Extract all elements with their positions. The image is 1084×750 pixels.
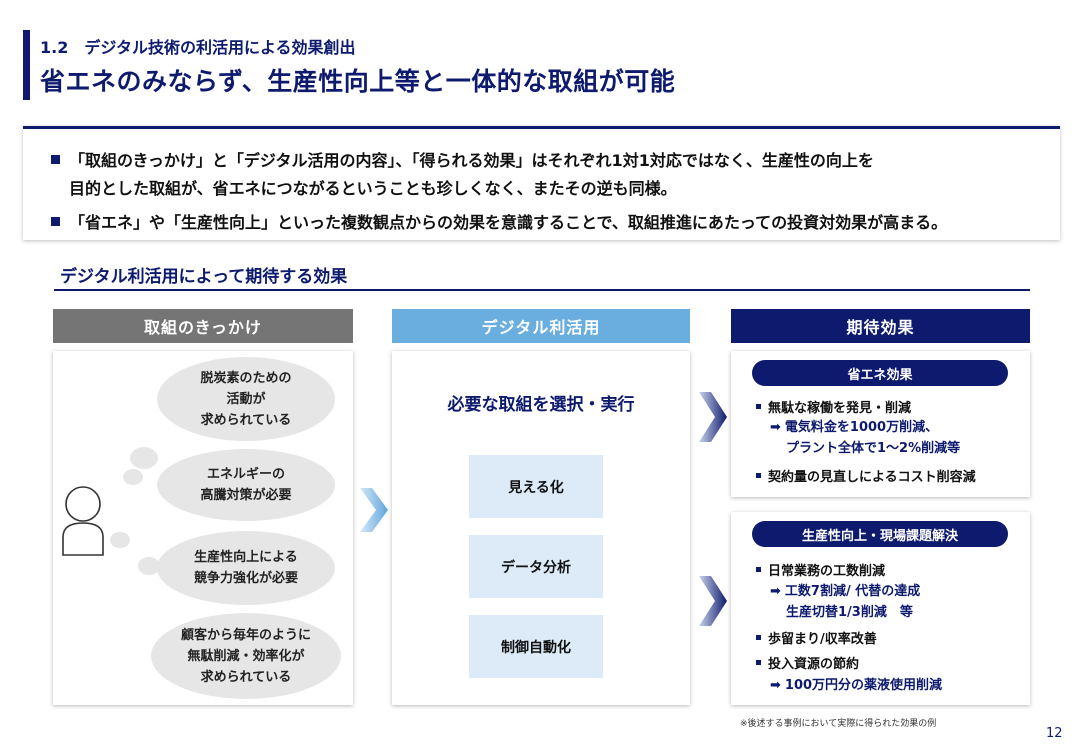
summary-bullet-1-cont: 目的とした取組が、省エネにつながるということも珍しくなく、またその逆も同様。 xyxy=(51,175,677,199)
effect-badge-energy: 省エネ効果 xyxy=(752,360,1008,386)
footnote: ※後述する事例において実際に得られた効果の例 xyxy=(740,719,937,729)
summary-box: 「取組のきっかけ」と「デジタル活用の内容」、「得られる効果」はそれぞれ1対1対応… xyxy=(23,126,1060,240)
effect-badge-productivity: 生産性向上・現場課題解決 xyxy=(752,521,1008,547)
page-number: 12 xyxy=(1046,726,1063,741)
trigger-bubble-productivity: 生産性向上による競争力強化が必要 xyxy=(157,531,335,605)
summary-text-2: 「省エネ」や「生産性向上」といった複数観点からの効果を意識することで、取組推進に… xyxy=(69,213,948,232)
thought-dot xyxy=(110,532,130,548)
arrow-right-icon: ➡ xyxy=(770,678,781,693)
digital-item-data-analysis: データ分析 xyxy=(469,535,603,598)
column-header-digital: デジタル利活用 xyxy=(392,309,690,343)
effect-result: ➡100万円分の薬液使用削減 xyxy=(770,678,943,693)
effect-item: 歩留まり/収率改善 xyxy=(756,628,877,647)
chevron-right-icon xyxy=(360,488,388,532)
effect-result: 生産切替1/3削減 等 xyxy=(786,605,913,620)
summary-text-1: 「取組のきっかけ」と「デジタル活用の内容」、「得られる効果」はそれぞれ1対1対応… xyxy=(69,151,874,170)
page-title: 省エネのみならず、生産性向上等と一体的な取組が可能 xyxy=(40,67,676,96)
effect-item: 日常業務の工数削減 xyxy=(756,560,885,579)
person-icon xyxy=(62,486,104,556)
column-header-trigger: 取組のきっかけ xyxy=(53,309,353,343)
effect-result: ➡工数7割減/ 代替の達成 xyxy=(770,584,921,599)
summary-bullet-1: 「取組のきっかけ」と「デジタル活用の内容」、「得られる効果」はそれぞれ1対1対応… xyxy=(51,147,874,171)
trigger-bubble-decarbonization: 脱炭素のための活動が求められている xyxy=(157,357,335,441)
arrow-right-icon: ➡ xyxy=(770,584,781,599)
chevron-right-icon xyxy=(699,576,727,626)
trigger-bubble-customer-demand: 顧客から毎年のように無駄削減・効率化が求められている xyxy=(151,613,341,699)
trigger-bubble-energy-cost: エネルギーの高騰対策が必要 xyxy=(157,449,335,521)
thought-dot xyxy=(123,469,143,485)
effect-item: 契約量の見直しによるコスト削容減 xyxy=(756,466,976,485)
effect-item: 無駄な稼働を発見・削減 xyxy=(756,397,911,416)
square-bullet-icon xyxy=(51,155,60,164)
effect-result: プラント全体で1～2%削減等 xyxy=(786,441,961,456)
thought-dot xyxy=(130,447,158,469)
column-header-effect: 期待効果 xyxy=(731,309,1030,343)
digital-item-visualization: 見える化 xyxy=(469,455,603,518)
digital-lead-text: 必要な取組を選択・実行 xyxy=(447,395,635,415)
title-accent-bar xyxy=(23,30,30,100)
summary-bullet-2: 「省エネ」や「生産性向上」といった複数観点からの効果を意識することで、取組推進に… xyxy=(51,209,947,233)
thought-dot xyxy=(138,557,160,575)
square-bullet-icon xyxy=(51,217,60,226)
chevron-right-icon xyxy=(699,392,727,442)
summary-text-1b: 目的とした取組が、省エネにつながるということも珍しくなく、またその逆も同様。 xyxy=(69,179,677,198)
section-heading: 1.2 デジタル技術の利活用による効果創出 xyxy=(40,38,356,57)
effect-result: ➡電気料金を1000万削減、 xyxy=(770,420,939,435)
trigger-panel: 脱炭素のための活動が求められている エネルギーの高騰対策が必要 生産性向上による… xyxy=(53,351,353,705)
arrow-right-icon: ➡ xyxy=(770,420,781,435)
effect-item: 投入資源の節約 xyxy=(756,653,859,672)
diagram-title-rule xyxy=(54,289,1030,291)
diagram-title: デジタル利活用によって期待する効果 xyxy=(60,267,348,287)
digital-item-control-automation: 制御自動化 xyxy=(469,615,603,678)
